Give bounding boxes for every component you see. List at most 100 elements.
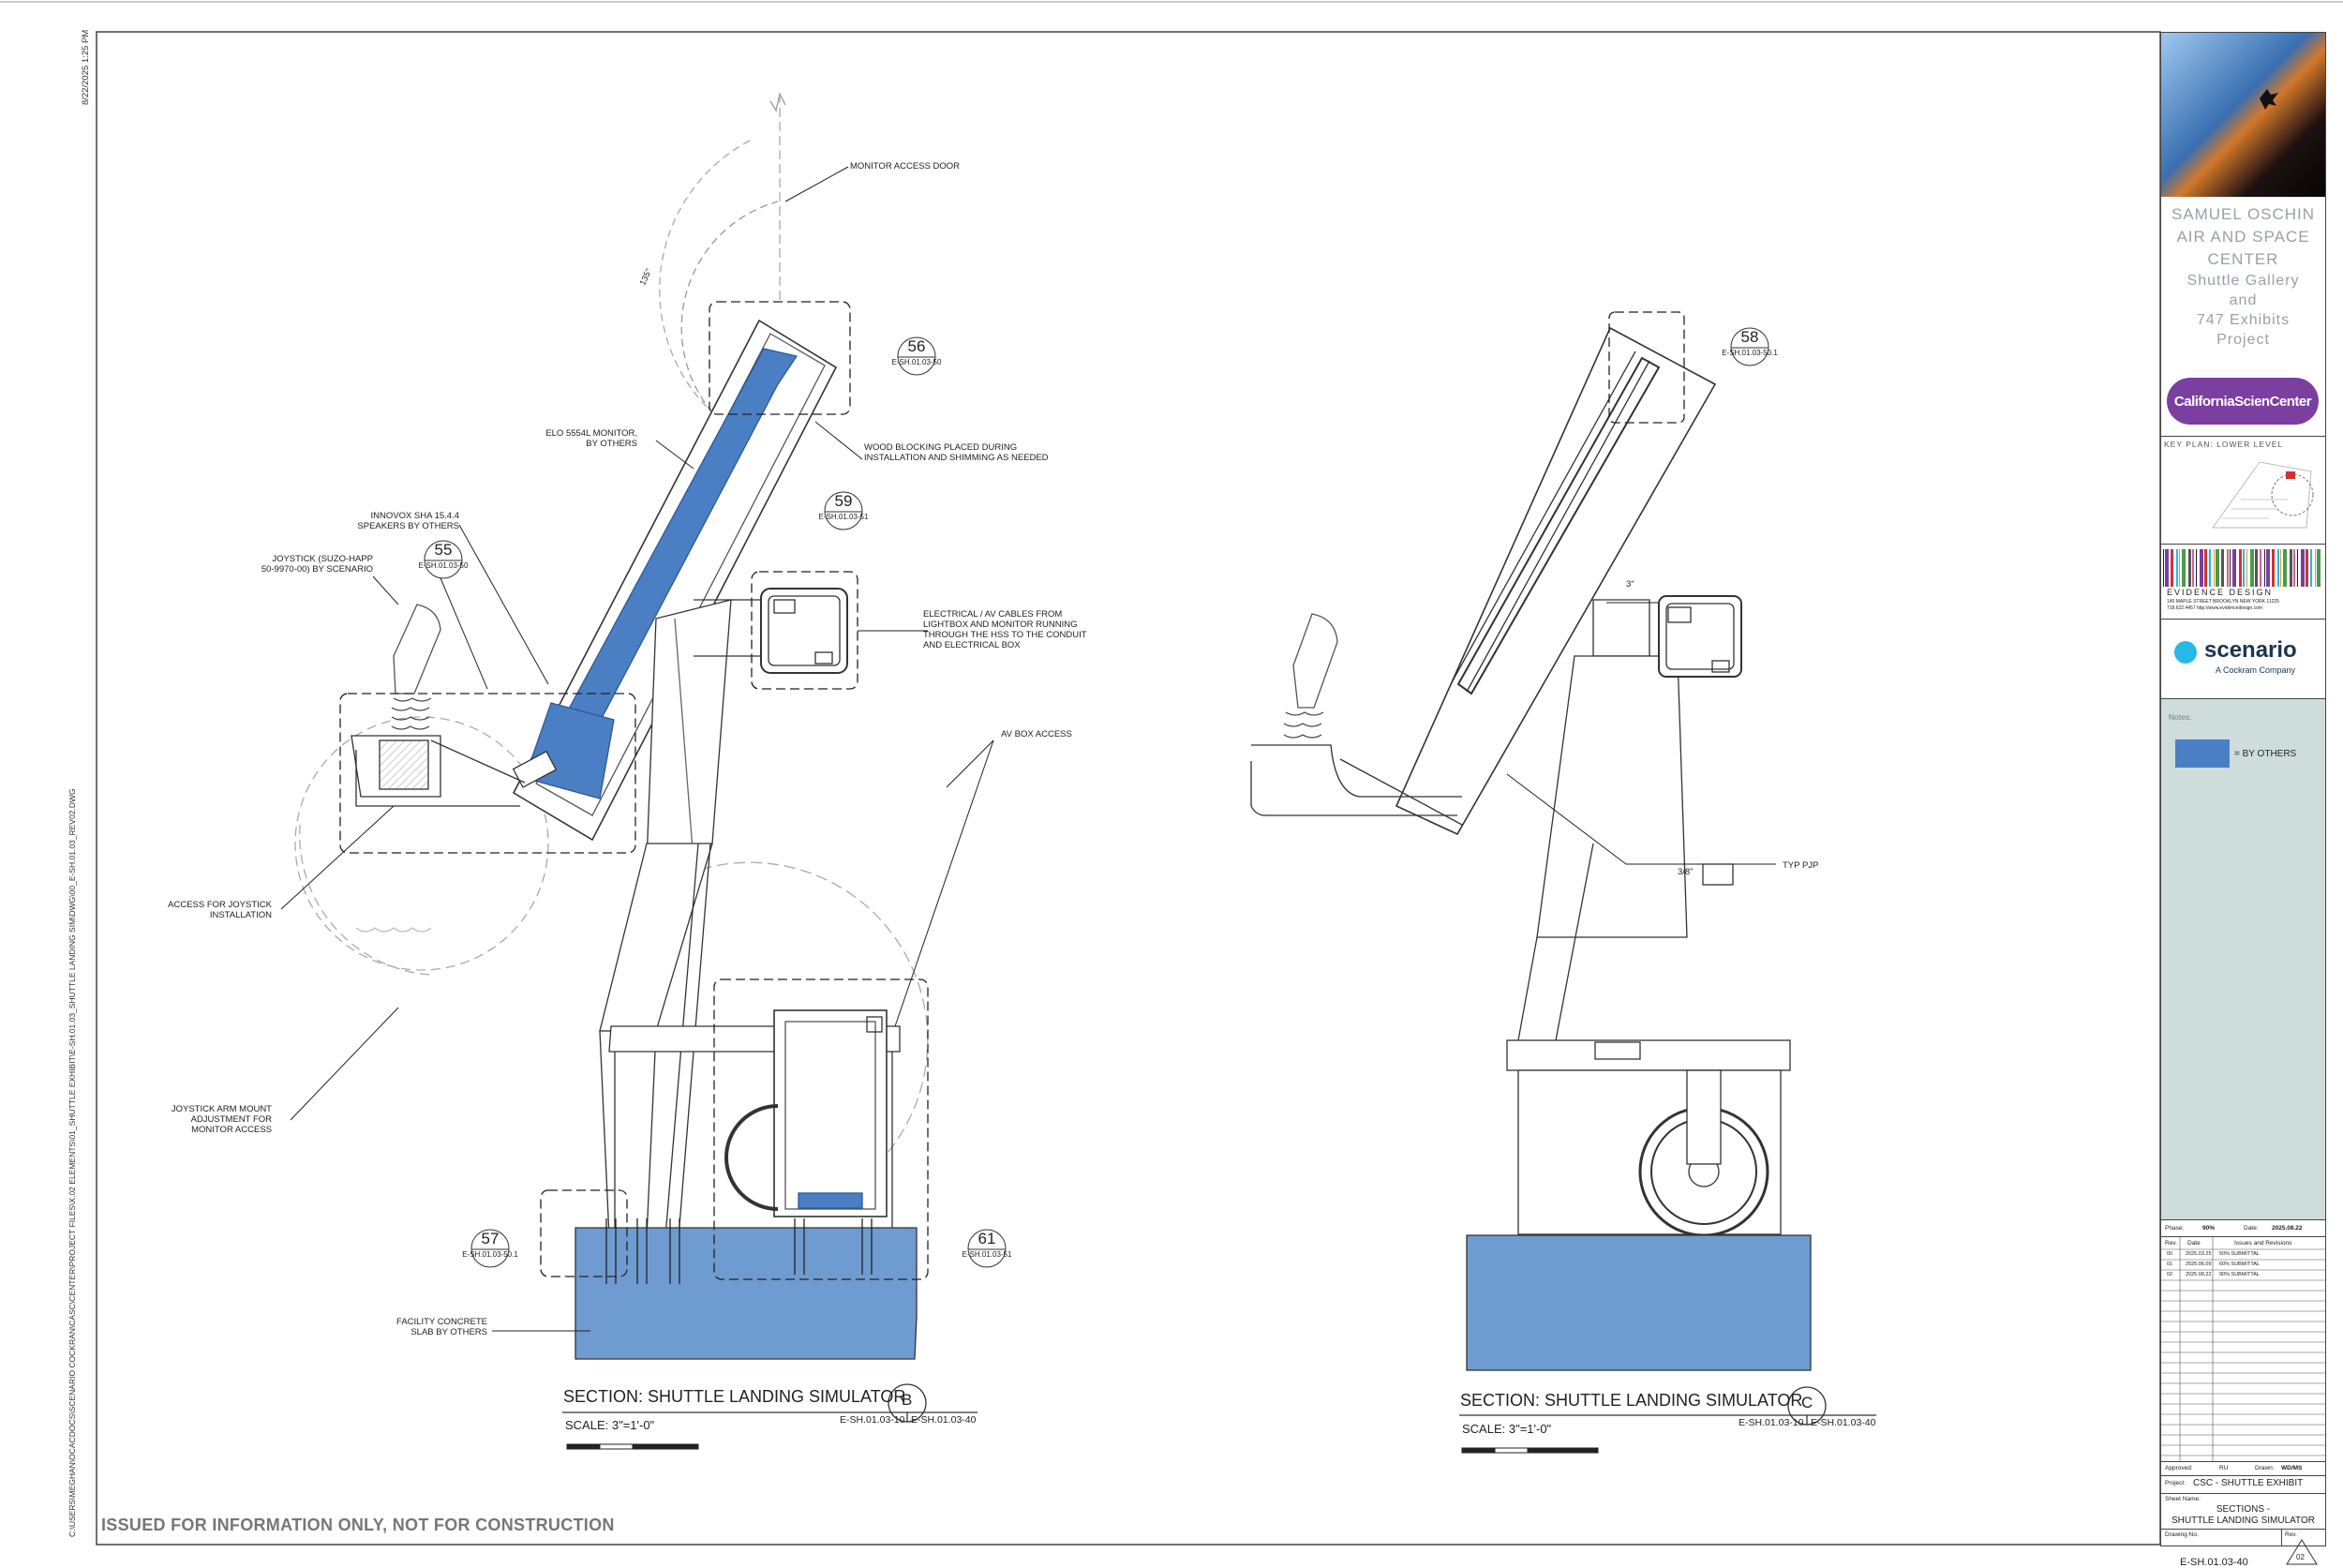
bubble-55-num: 55 <box>434 541 453 559</box>
legend-swatch <box>2175 739 2230 768</box>
section-b-title: SECTION: SHUTTLE LANDING SIMULATOR <box>563 1387 906 1406</box>
client-logo: CaliforniaScienCenter <box>2167 378 2319 425</box>
bubble-58-num: 58 <box>1740 328 1759 346</box>
bubble-55-ref: E-SH.01.03-50 <box>418 561 469 570</box>
section-c-title: SECTION: SHUTTLE LANDING SIMULATOR <box>1460 1391 1803 1410</box>
project-name-2: AIR AND SPACE <box>2176 228 2310 246</box>
project-value: CSC - SHUTTLE EXHIBIT <box>2193 1478 2304 1488</box>
note-arm-mount: JOYSTICK ARM MOUNT ADJUSTMENT FOR MONITO… <box>171 1104 272 1135</box>
bubble-56-ref: E-SH.01.03-50 <box>891 358 942 366</box>
concrete-slab-b <box>575 1227 918 1360</box>
note-av-box-access: AV BOX ACCESS <box>1001 729 1072 739</box>
section-b-leaders <box>280 166 994 1332</box>
designer-contact: 718.622.4457 http://www.evidencedesign.c… <box>2167 605 2263 611</box>
drawn-value: WD/MS <box>2281 1465 2303 1471</box>
section-b-scale: SCALE: 3"=1'-0" <box>565 1418 655 1432</box>
title-block: SAMUEL OSCHIN AIR AND SPACE CENTER Shutt… <box>2160 32 2326 1568</box>
note-innovox-speakers: INNOVOX SHA 15.4.4 SPEAKERS BY OTHERS <box>357 511 459 531</box>
scenario-logo: scenario A Cockram Company <box>2172 637 2318 675</box>
sheet-label: Sheet Name: <box>2165 1496 2201 1502</box>
rev-value: 02 <box>2296 1553 2305 1561</box>
key-plan-image <box>2212 461 2314 529</box>
rev-triangle <box>2286 1539 2318 1565</box>
drawing-no-label: Drawing No. <box>2165 1531 2199 1538</box>
bubble-59-ref: E-SH.01.03-51 <box>818 513 869 521</box>
note-elo-monitor: ELO 5554L MONITOR, BY OTHERS <box>545 428 637 449</box>
section-b-ref-right: E-SH.01.03-40 <box>911 1414 977 1426</box>
phase-value: 90% <box>2202 1225 2216 1232</box>
project-name-1: SAMUEL OSCHIN <box>2171 205 2316 223</box>
revision-date: 2025.03.25 <box>2186 1251 2212 1257</box>
scenario-logo-text: scenario <box>2204 637 2297 663</box>
rev-label: Rev. <box>2285 1531 2297 1538</box>
bubble-58-ref: E-SH.01.03-50.1 <box>1722 349 1778 357</box>
revision-issue: 50% SUBMITTAL <box>2219 1251 2260 1257</box>
revision-rev: 01 <box>2167 1262 2173 1267</box>
project-sub-4: Project <box>2216 332 2270 348</box>
sheet-value-2: SHUTTLE LANDING SIMULATOR <box>2171 1516 2315 1526</box>
section-markers <box>562 1383 1876 1426</box>
section-c-letter: C <box>1801 1394 1813 1411</box>
section-b-ref-left: E-SH.01.03-10 <box>840 1414 905 1426</box>
section-b-drawing <box>294 92 929 1360</box>
scenario-logo-icon <box>2174 641 2197 664</box>
rev-header-rev: Rev. <box>2165 1240 2177 1247</box>
sheet-value-1: SECTIONS - <box>2216 1504 2271 1515</box>
revision-rev: 00 <box>2167 1251 2173 1257</box>
dim-3-8-inch: 3/8" <box>1678 867 1694 877</box>
bubble-57 <box>470 1229 510 1268</box>
section-c-ref-right: E-SH.01.03-40 <box>1811 1417 1876 1428</box>
drawn-label: Drawn: <box>2255 1465 2275 1471</box>
note-access-joystick: ACCESS FOR JOYSTICK INSTALLATION <box>168 900 272 920</box>
project-sub-1: Shuttle Gallery <box>2186 273 2300 289</box>
bubble-59 <box>824 491 863 530</box>
section-b-letter: B <box>902 1391 913 1409</box>
dim-3-inch: 3" <box>1626 579 1634 590</box>
phase-label: Phase: <box>2165 1225 2185 1232</box>
concrete-slab-c <box>1466 1234 1812 1371</box>
monitor-screen <box>566 348 798 723</box>
section-c-scale: SCALE: 3"=1'-0" <box>1462 1422 1552 1436</box>
bubble-55 <box>424 540 463 579</box>
client-logo-text: CaliforniaScienCenter <box>2173 393 2312 410</box>
scale-bars <box>566 1443 1599 1454</box>
shuttle-icon <box>2260 89 2278 110</box>
project-label: Project: <box>2165 1480 2186 1486</box>
designer-name: EVIDENCE DESIGN <box>2167 588 2274 597</box>
project-sub-3: 747 Exhibits <box>2196 312 2291 328</box>
project-sub-2: and <box>2229 292 2258 308</box>
rev-header-date: Date <box>2187 1240 2201 1247</box>
hero-image <box>2161 33 2325 197</box>
note-electrical-cables: ELECTRICAL / AV CABLES FROM LIGHTBOX AND… <box>923 609 1087 650</box>
project-name-3: CENTER <box>2207 250 2279 268</box>
revision-rev: 02 <box>2167 1272 2173 1277</box>
designer-address: 140 MAPLE STREET BROOKLYN NEW YORK 11225 <box>2167 599 2279 605</box>
note-joystick: JOYSTICK (SUZO-HAPP 50-9970-00) BY SCENA… <box>261 554 373 575</box>
approved-label: Approved: <box>2165 1465 2193 1471</box>
section-c-drawing <box>1250 311 1812 1371</box>
bubble-58 <box>1730 327 1769 366</box>
note-wood-blocking: WOOD BLOCKING PLACED DURING INSTALLATION… <box>864 442 1049 463</box>
legend-label: = BY OTHERS <box>2234 749 2297 759</box>
drawing-no-value: E-SH.01.03-40 <box>2180 1557 2248 1568</box>
section-c-leaders <box>1506 602 1776 865</box>
notes-label: Notes: <box>2169 712 2192 722</box>
rev-header-issues: Issues and Revisions <box>2234 1240 2292 1247</box>
revision-issue: 60% SUBMITTAL <box>2219 1262 2260 1267</box>
date-label: Date: <box>2244 1225 2259 1232</box>
note-monitor-access-door: MONITOR ACCESS DOOR <box>850 161 961 172</box>
bubble-59-num: 59 <box>834 492 853 510</box>
issued-note: ISSUED FOR INFORMATION ONLY, NOT FOR CON… <box>101 1516 615 1534</box>
section-c-ref-left: E-SH.01.03-10 <box>1739 1417 1804 1428</box>
revision-date: 2025.08.22 <box>2186 1272 2212 1277</box>
detail-bubbles <box>424 327 1769 1268</box>
scenario-logo-sub: A Cockram Company <box>2216 665 2296 675</box>
revision-date: 2025.06.09 <box>2186 1262 2212 1267</box>
bubble-61-ref: E-SH.01.03-51 <box>962 1250 1012 1259</box>
note-typ-pjp: TYP PJP <box>1783 860 1819 871</box>
bubble-61 <box>967 1229 1007 1268</box>
bubble-61-num: 61 <box>977 1230 996 1247</box>
date-value: 2025.08.22 <box>2272 1225 2303 1232</box>
bubble-56 <box>897 336 936 376</box>
